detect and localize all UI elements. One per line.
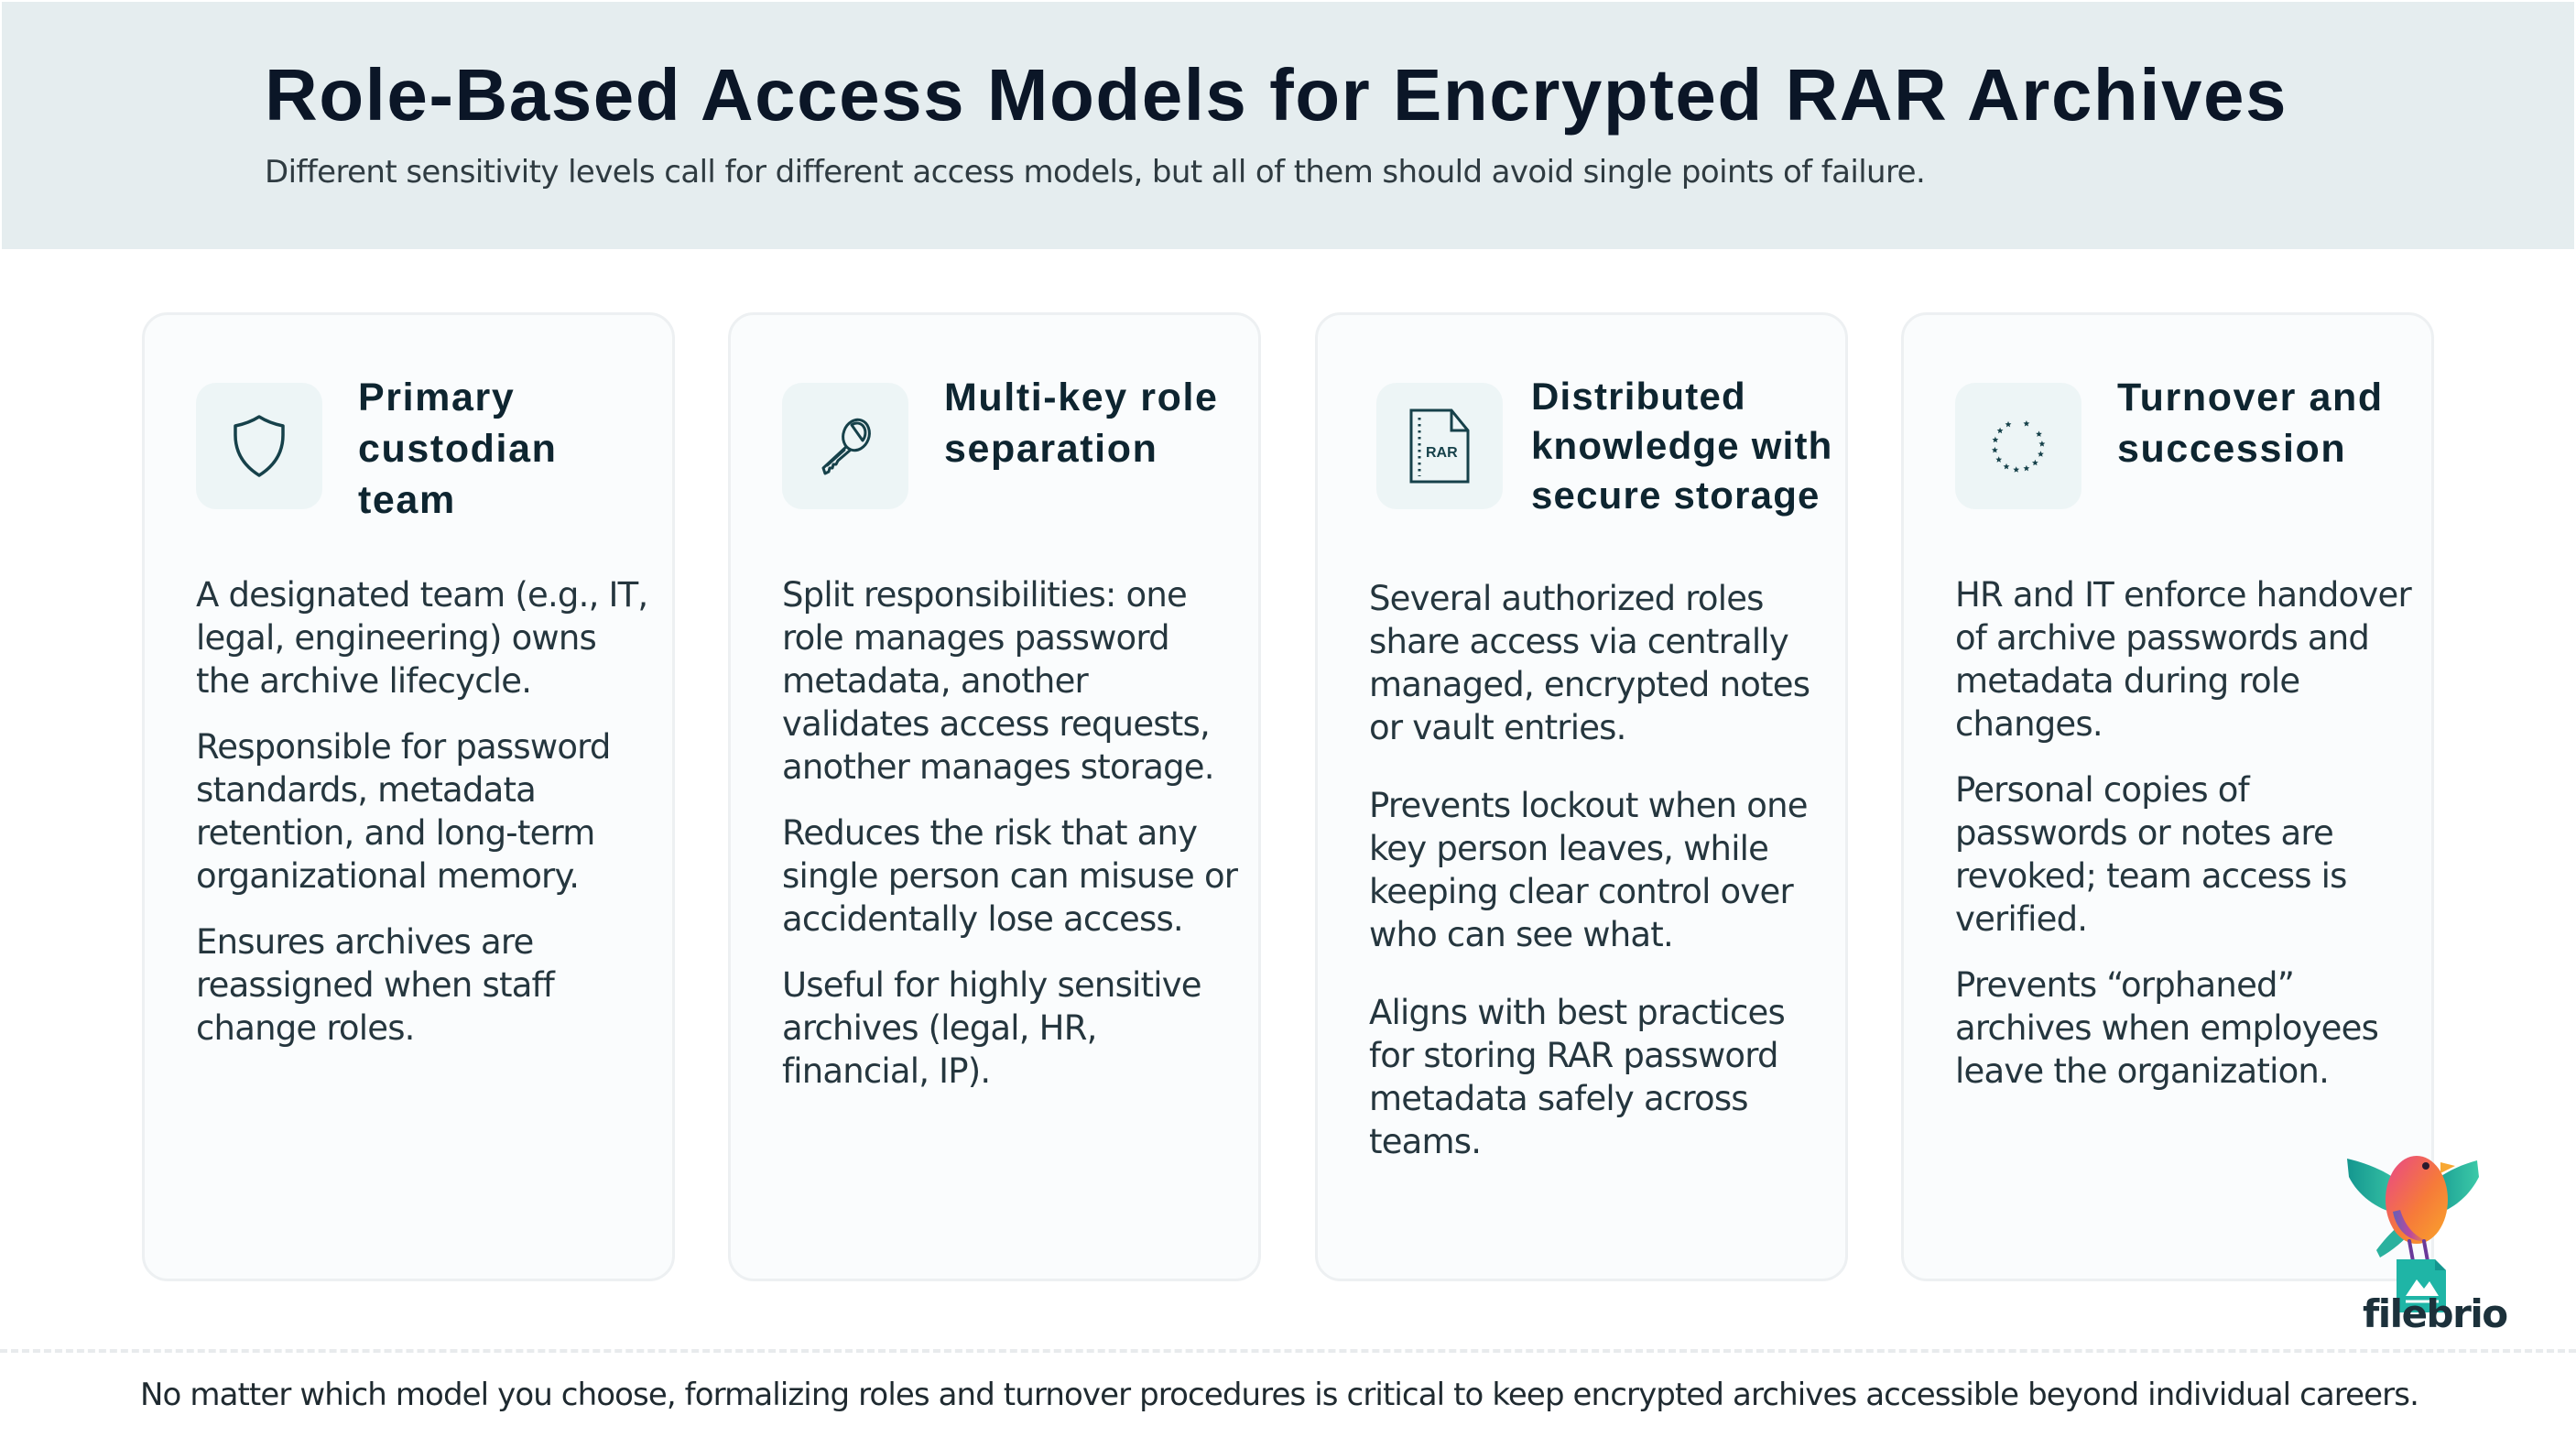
shield-icon: [234, 415, 285, 477]
filebrio-logo: [2347, 1156, 2479, 1312]
rar-file-icon: RAR: [1409, 408, 1470, 484]
card-paragraph: HR and IT enforce handover of archive pa…: [1955, 575, 2412, 744]
brand-name: filebrio: [2363, 1291, 2508, 1336]
card-paragraph: Responsible for password standards, meta…: [196, 727, 611, 896]
card-paragraph: Prevents lockout when one key person lea…: [1369, 786, 1809, 954]
card-paragraph: Split responsibilities: one role manages…: [782, 575, 1215, 787]
card-paragraph: Useful for highly sensitive archives (le…: [782, 965, 1202, 1091]
star-mark: [2038, 451, 2044, 457]
star-circle-icon: [1991, 419, 2046, 473]
star-mark: [2013, 466, 2020, 473]
star-mark: [2023, 419, 2030, 427]
rar-label: RAR: [1426, 445, 1458, 461]
card-icon-container: [1955, 383, 2081, 509]
card-multi-key-role-separation: Multi-key role separation Split responsi…: [728, 312, 1261, 1281]
card-distributed-knowledge: RAR Distributed knowledge with secure st…: [1315, 312, 1848, 1281]
card-turnover-and-succession: Turnover and succession HR and IT enforc…: [1901, 312, 2434, 1281]
star-mark: [1992, 436, 1999, 443]
card-icon-container: [196, 383, 322, 509]
card-body: Several authorized roles share access vi…: [1369, 577, 1827, 1198]
footer-note: No matter which model you choose, formal…: [140, 1377, 2419, 1413]
card-paragraph: Several authorized roles share access vi…: [1369, 579, 1810, 747]
card-paragraph: Ensures archives are reassigned when sta…: [196, 922, 555, 1048]
card-icon-container: RAR: [1376, 383, 1503, 509]
card-icon-container: [782, 383, 908, 509]
card-title: Distributed knowledge with secure storag…: [1531, 375, 1833, 517]
card-title: Primary custodian team: [358, 376, 558, 522]
star-mark: [2005, 420, 2012, 428]
bird-eye: [2422, 1162, 2429, 1170]
star-mark: [1996, 427, 2004, 434]
star-mark: [1995, 456, 2003, 463]
card-paragraph: A designated team (e.g., IT, legal, engi…: [196, 575, 648, 701]
card-paragraph: Personal copies of passwords or notes ar…: [1955, 770, 2347, 939]
page-subtitle: Different sensitivity levels call for di…: [265, 154, 1926, 191]
key-icon: [821, 418, 871, 475]
header-banner: Role-Based Access Models for Encrypted R…: [2, 2, 2574, 249]
card-title: Multi-key role separation: [944, 376, 1219, 471]
page-title: Role-Based Access Models for Encrypted R…: [265, 54, 2288, 136]
card-paragraph: Aligns with best practices for storing R…: [1369, 993, 1786, 1161]
bird-body: [2386, 1156, 2448, 1244]
card-body: A designated team (e.g., IT, legal, engi…: [196, 573, 654, 1072]
mountain-glyph: [2406, 1279, 2439, 1296]
star-mark: [2023, 464, 2030, 472]
bird-beak: [2440, 1162, 2455, 1173]
star-mark: [2038, 441, 2046, 447]
card-paragraph: Reduces the risk that any single person …: [782, 813, 1238, 939]
star-mark: [2036, 430, 2042, 437]
footer-divider: [0, 1349, 2576, 1353]
card-primary-custodian-team: Primary custodian team A designated team…: [142, 312, 675, 1281]
card-body: Split responsibilities: one role manages…: [782, 573, 1240, 1116]
star-mark: [2003, 463, 2010, 470]
card-title: Turnover and succession: [2117, 376, 2384, 471]
card-body: HR and IT enforce handover of archive pa…: [1955, 573, 2413, 1116]
star-mark: [2031, 459, 2038, 466]
card-paragraph: Prevents “orphaned” archives when employ…: [1955, 965, 2379, 1091]
star-mark: [1991, 446, 1998, 453]
